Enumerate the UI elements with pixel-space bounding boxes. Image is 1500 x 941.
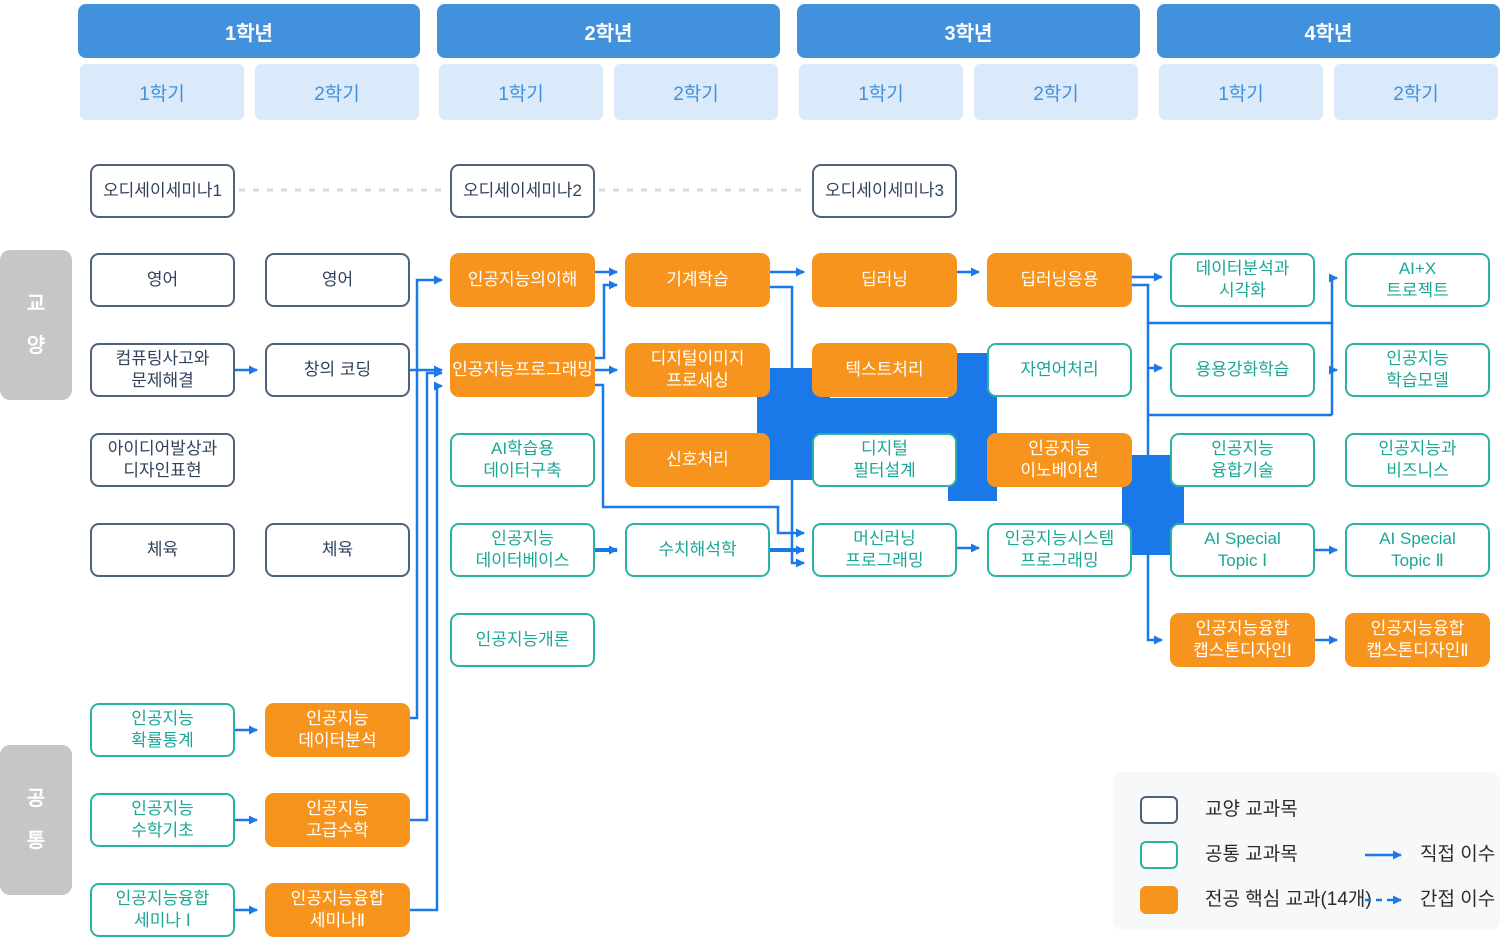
semester-header-3-1: 1학기 (799, 64, 963, 120)
course-pe-1: 체육 (90, 523, 235, 577)
course-ai-advanced-math: 인공지능 고급수학 (265, 793, 410, 847)
course-ai-understanding: 인공지능의이해 (450, 253, 595, 307)
course-aix-project: AI+X 트로젝트 (1345, 253, 1490, 307)
course-ai-learning-model: 인공지능 학습모델 (1345, 343, 1490, 397)
course-creative-coding: 창의 코딩 (265, 343, 410, 397)
course-ai-innovation: 인공지능 이노베이션 (987, 433, 1132, 487)
year-header-3: 3학년 (797, 4, 1140, 58)
course-deep-learning: 딥러닝 (812, 253, 957, 307)
semester-header-4-2: 2학기 (1334, 64, 1498, 120)
course-ai-fusion-seminar-1: 인공지능융합 세미나 Ⅰ (90, 883, 235, 937)
course-ai-programming: 인공지능프로그래밍 (450, 343, 595, 397)
course-odyssey-seminar-3: 오디세이세미나3 (812, 164, 957, 218)
legend-swatch-common (1140, 841, 1178, 869)
legend-solid-arrow-icon (1365, 850, 1402, 860)
side-label-common: 공 통 (0, 745, 72, 895)
side-label-liberal: 교 양 (0, 250, 72, 400)
course-capstone-design-1: 인공지능융합 캡스톤디자인Ⅰ (1170, 613, 1315, 667)
semester-header-2-1: 1학기 (439, 64, 603, 120)
course-digital-image-processing: 디지털이미지 프로세싱 (625, 343, 770, 397)
year-header-2: 2학년 (437, 4, 780, 58)
course-machine-learning: 기계학습 (625, 253, 770, 307)
legend-label-direct: 직접 이수 (1420, 844, 1496, 865)
course-english-2: 영어 (265, 253, 410, 307)
course-pe-2: 체육 (265, 523, 410, 577)
year-header-1: 1학년 (78, 4, 420, 58)
course-odyssey-seminar-1: 오디세이세미나1 (90, 164, 235, 218)
year-header-4: 4학년 (1157, 4, 1500, 58)
course-ai-special-topic-2: AI Special Topic Ⅱ (1345, 523, 1490, 577)
course-ai-probability-statistics: 인공지능 확률통계 (90, 703, 235, 757)
course-applied-reinforcement-learning: 용용강화학습 (1170, 343, 1315, 397)
course-ml-programming: 머신러닝 프로그래밍 (812, 523, 957, 577)
legend-dashed-arrow-icon (1365, 895, 1402, 905)
course-ai-training-data: AI학습용 데이터구축 (450, 433, 595, 487)
course-ai-special-topic-1: AI Special Topic Ⅰ (1170, 523, 1315, 577)
course-ai-business: 인공지능과 비즈니스 (1345, 433, 1490, 487)
course-capstone-design-2: 인공지능융합 캡스톤디자인Ⅱ (1345, 613, 1490, 667)
legend-label-common: 공통 교과목 (1205, 844, 1298, 865)
semester-header-3-2: 2학기 (974, 64, 1138, 120)
course-ai-introduction: 인공지능개론 (450, 613, 595, 667)
course-ai-system-programming: 인공지능시스템 프로그래밍 (987, 523, 1132, 577)
legend-panel: 교양 교과목 공통 교과목 전공 핵심 교과(14개) 직접 이수 간접 이수 (1113, 772, 1500, 930)
semester-header-1-1: 1학기 (80, 64, 244, 120)
semester-header-2-2: 2학기 (614, 64, 778, 120)
course-ai-data-analysis: 인공지능 데이터분석 (265, 703, 410, 757)
legend-label-indirect: 간접 이수 (1420, 889, 1496, 910)
course-nlp: 자연어처리 (987, 343, 1132, 397)
direct-arrows (235, 267, 1338, 915)
semester-header-4-1: 1학기 (1159, 64, 1323, 120)
course-odyssey-seminar-2: 오디세이세미나2 (450, 164, 595, 218)
course-numerical-analysis: 수치해석학 (625, 523, 770, 577)
course-idea-design: 아이디어발상과 디자인표현 (90, 433, 235, 487)
course-ai-database: 인공지능 데이터베이스 (450, 523, 595, 577)
course-english-1: 영어 (90, 253, 235, 307)
course-deep-learning-application: 딥러닝응용 (987, 253, 1132, 307)
course-text-processing: 텍스트처리 (812, 343, 957, 397)
course-ai-basic-math: 인공지능 수학기초 (90, 793, 235, 847)
course-ai-fusion-seminar-2: 인공지능융합 세미나Ⅱ (265, 883, 410, 937)
course-computational-thinking: 컴퓨팅사고와 문제해결 (90, 343, 235, 397)
legend-swatch-core (1140, 886, 1178, 914)
legend-label-core: 전공 핵심 교과(14개) (1205, 889, 1372, 910)
semester-header-1-2: 2학기 (255, 64, 419, 120)
course-ai-fusion-technology: 인공지능 융합기술 (1170, 433, 1315, 487)
legend-swatch-liberal (1140, 796, 1178, 824)
course-digital-filter-design: 디지털 필터설계 (812, 433, 957, 487)
course-signal-processing: 신호처리 (625, 433, 770, 487)
course-data-analysis-visualization: 데이터분석과 시각화 (1170, 253, 1315, 307)
legend-label-liberal: 교양 교과목 (1205, 799, 1298, 820)
